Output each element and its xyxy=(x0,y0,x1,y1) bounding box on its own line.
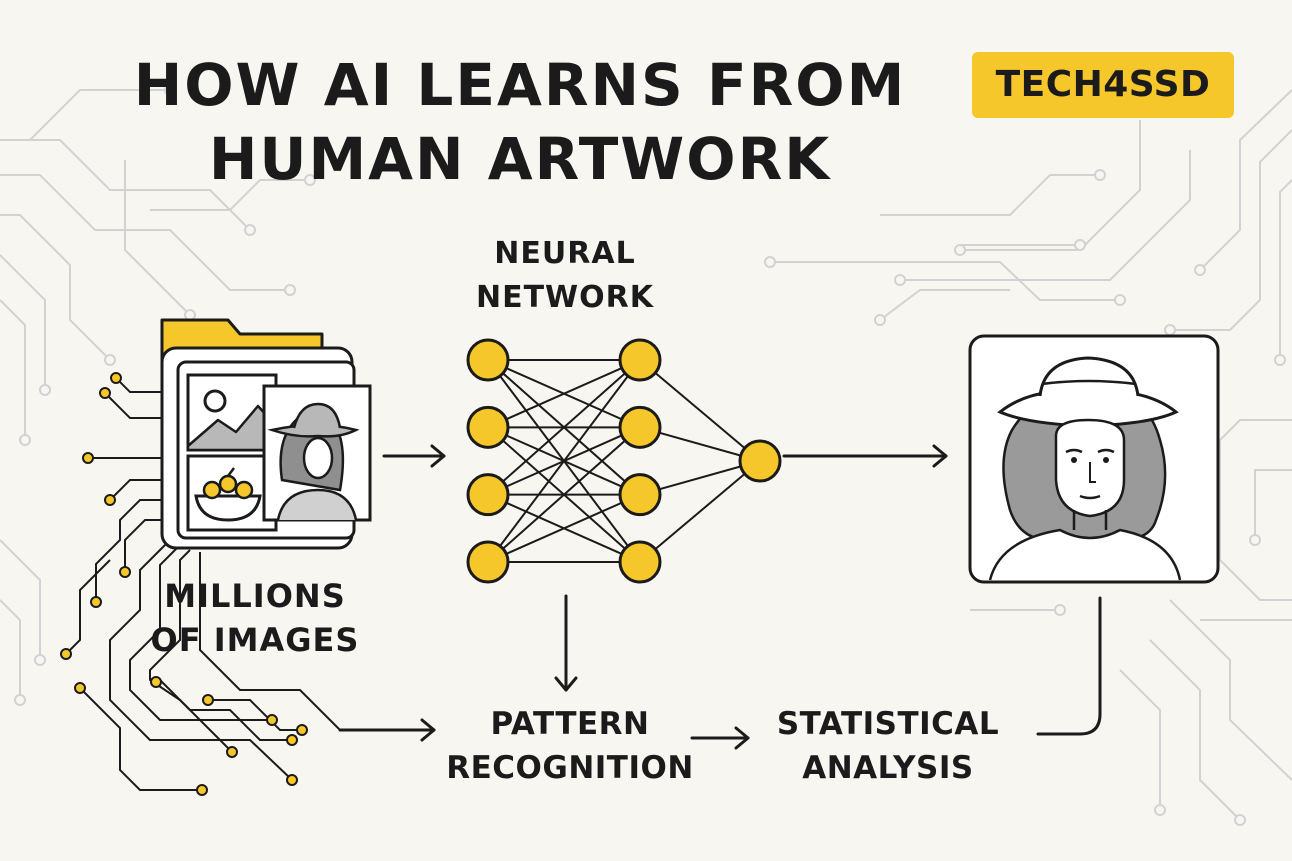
arrow-to-output-icon xyxy=(782,444,948,468)
image-folder-icon xyxy=(160,318,372,550)
arrow-to-pattern-icon xyxy=(554,594,578,692)
network-edge-0-3-0 xyxy=(487,359,641,563)
pattern-recognition-label: PATTERN RECOGNITION xyxy=(446,706,694,786)
data-circuit-nodes xyxy=(60,372,308,796)
network-edge-0-3-2 xyxy=(487,493,641,563)
network-node-0-1 xyxy=(466,405,510,449)
arrow-circuit-to-pattern-icon xyxy=(338,718,436,742)
neural-network-label: NEURAL NETWORK xyxy=(475,236,654,315)
feedback-connector xyxy=(1036,596,1102,736)
network-node-0-2 xyxy=(466,473,510,517)
network-node-0-3 xyxy=(466,540,510,584)
title-line-1: HOW AI LEARNS FROM xyxy=(133,51,907,119)
arrow-to-network-icon xyxy=(382,444,446,468)
network-node-1-0 xyxy=(618,338,662,382)
network-node-1-1 xyxy=(618,405,662,449)
network-edge-0-3-1 xyxy=(487,426,641,563)
generated-portrait-icon xyxy=(968,334,1220,584)
network-node-1-2 xyxy=(618,473,662,517)
arrow-pattern-to-stats-icon xyxy=(690,726,750,750)
network-edge-0-2-0 xyxy=(487,359,641,496)
network-edge-1-3-0 xyxy=(639,460,761,563)
statistical-analysis-label: STATISTICAL ANALYSIS xyxy=(776,706,1000,786)
network-edge-1-0-0 xyxy=(639,359,761,462)
brand-badge: TECH4SSD xyxy=(972,52,1234,118)
network-node-0-0 xyxy=(466,338,510,382)
circuit-background xyxy=(0,89,1292,821)
circuit-nodes xyxy=(14,84,1286,826)
data-circuit xyxy=(67,379,432,791)
flow-arrows xyxy=(338,444,1102,750)
neural-network-icon xyxy=(466,338,782,584)
network-edge-0-1-0 xyxy=(487,359,641,429)
network-node-1-3 xyxy=(618,540,662,584)
page-title: HOW AI LEARNS FROM HUMAN ARTWORK xyxy=(90,48,950,196)
network-node-2-0 xyxy=(738,439,782,483)
images-label: MILLIONS OF IMAGES xyxy=(150,577,360,659)
title-line-2: HUMAN ARTWORK xyxy=(208,125,832,193)
